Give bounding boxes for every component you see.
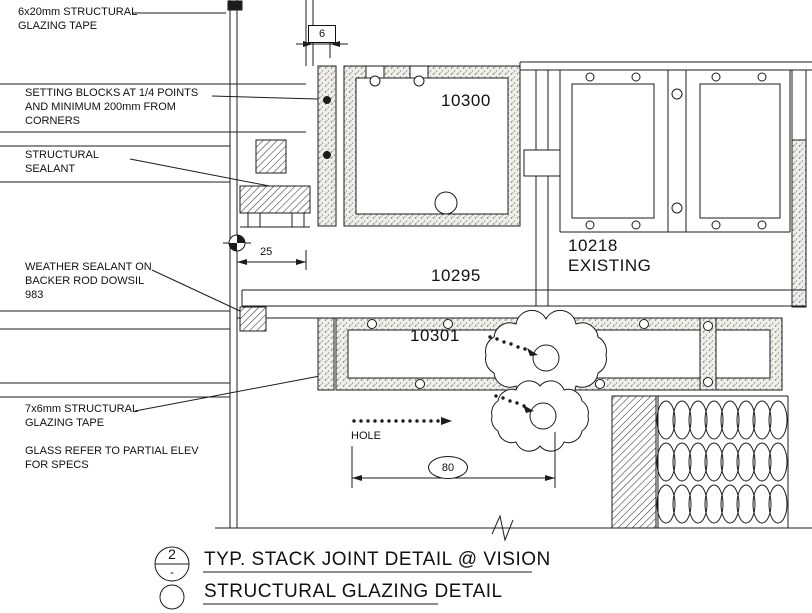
part-number-10301: 10301 — [410, 326, 460, 345]
detail-sheet-ref: - — [170, 565, 174, 579]
gasket-clouds — [485, 309, 607, 452]
leader-lines — [129, 12, 321, 412]
insulation-batt — [612, 395, 789, 528]
glazing-tape-top-strip — [317, 65, 337, 227]
slab-hatch — [611, 395, 657, 529]
existing-frame-10218 — [519, 61, 812, 308]
note-weather-sealant: WEATHER SEALANT ON BACKER ROD DOWSIL 983 — [25, 261, 152, 301]
left-section-lines — [0, 83, 306, 398]
detail-title-line2: STRUCTURAL GLAZING DETAIL — [204, 581, 503, 602]
detail-title-line1: TYP. STACK JOINT DETAIL @ VISION — [204, 549, 551, 570]
dimension-80-label: 80 — [428, 456, 468, 479]
glass-lines — [227, 0, 314, 528]
part-number-10295: 10295 — [431, 266, 481, 285]
note-hole: HOLE — [351, 430, 381, 442]
note-glazing-tape-bottom: 7x6mm STRUCTURAL GLAZING TAPE — [25, 403, 139, 429]
ground-line — [215, 514, 812, 542]
part-number-10218: 10218 EXISTING — [568, 236, 652, 276]
setting-block-assembly — [239, 139, 311, 228]
hole-dotted-leaders — [352, 335, 538, 425]
note-glazing-tape-top: 6x20mm STRUCTURAL GLAZING TAPE — [18, 6, 138, 32]
detail-number: 2 — [168, 546, 176, 562]
dimension-6-label: 6 — [308, 25, 336, 43]
title-block-linework — [154, 546, 532, 610]
part-number-10300: 10300 — [441, 91, 491, 110]
note-setting-blocks: SETTING BLOCKS AT 1/4 POINTS AND MINIMUM… — [25, 87, 199, 127]
note-structural-sealant: STRUCTURAL SEALANT — [25, 149, 99, 175]
note-glass-spec: GLASS REFER TO PARTIAL ELEV FOR SPECS — [25, 445, 199, 471]
profile-10300-outline — [343, 65, 521, 227]
dimension-25-label: 25 — [258, 246, 275, 258]
centroid-mark — [223, 229, 251, 257]
dimension-25-linework — [237, 250, 307, 270]
